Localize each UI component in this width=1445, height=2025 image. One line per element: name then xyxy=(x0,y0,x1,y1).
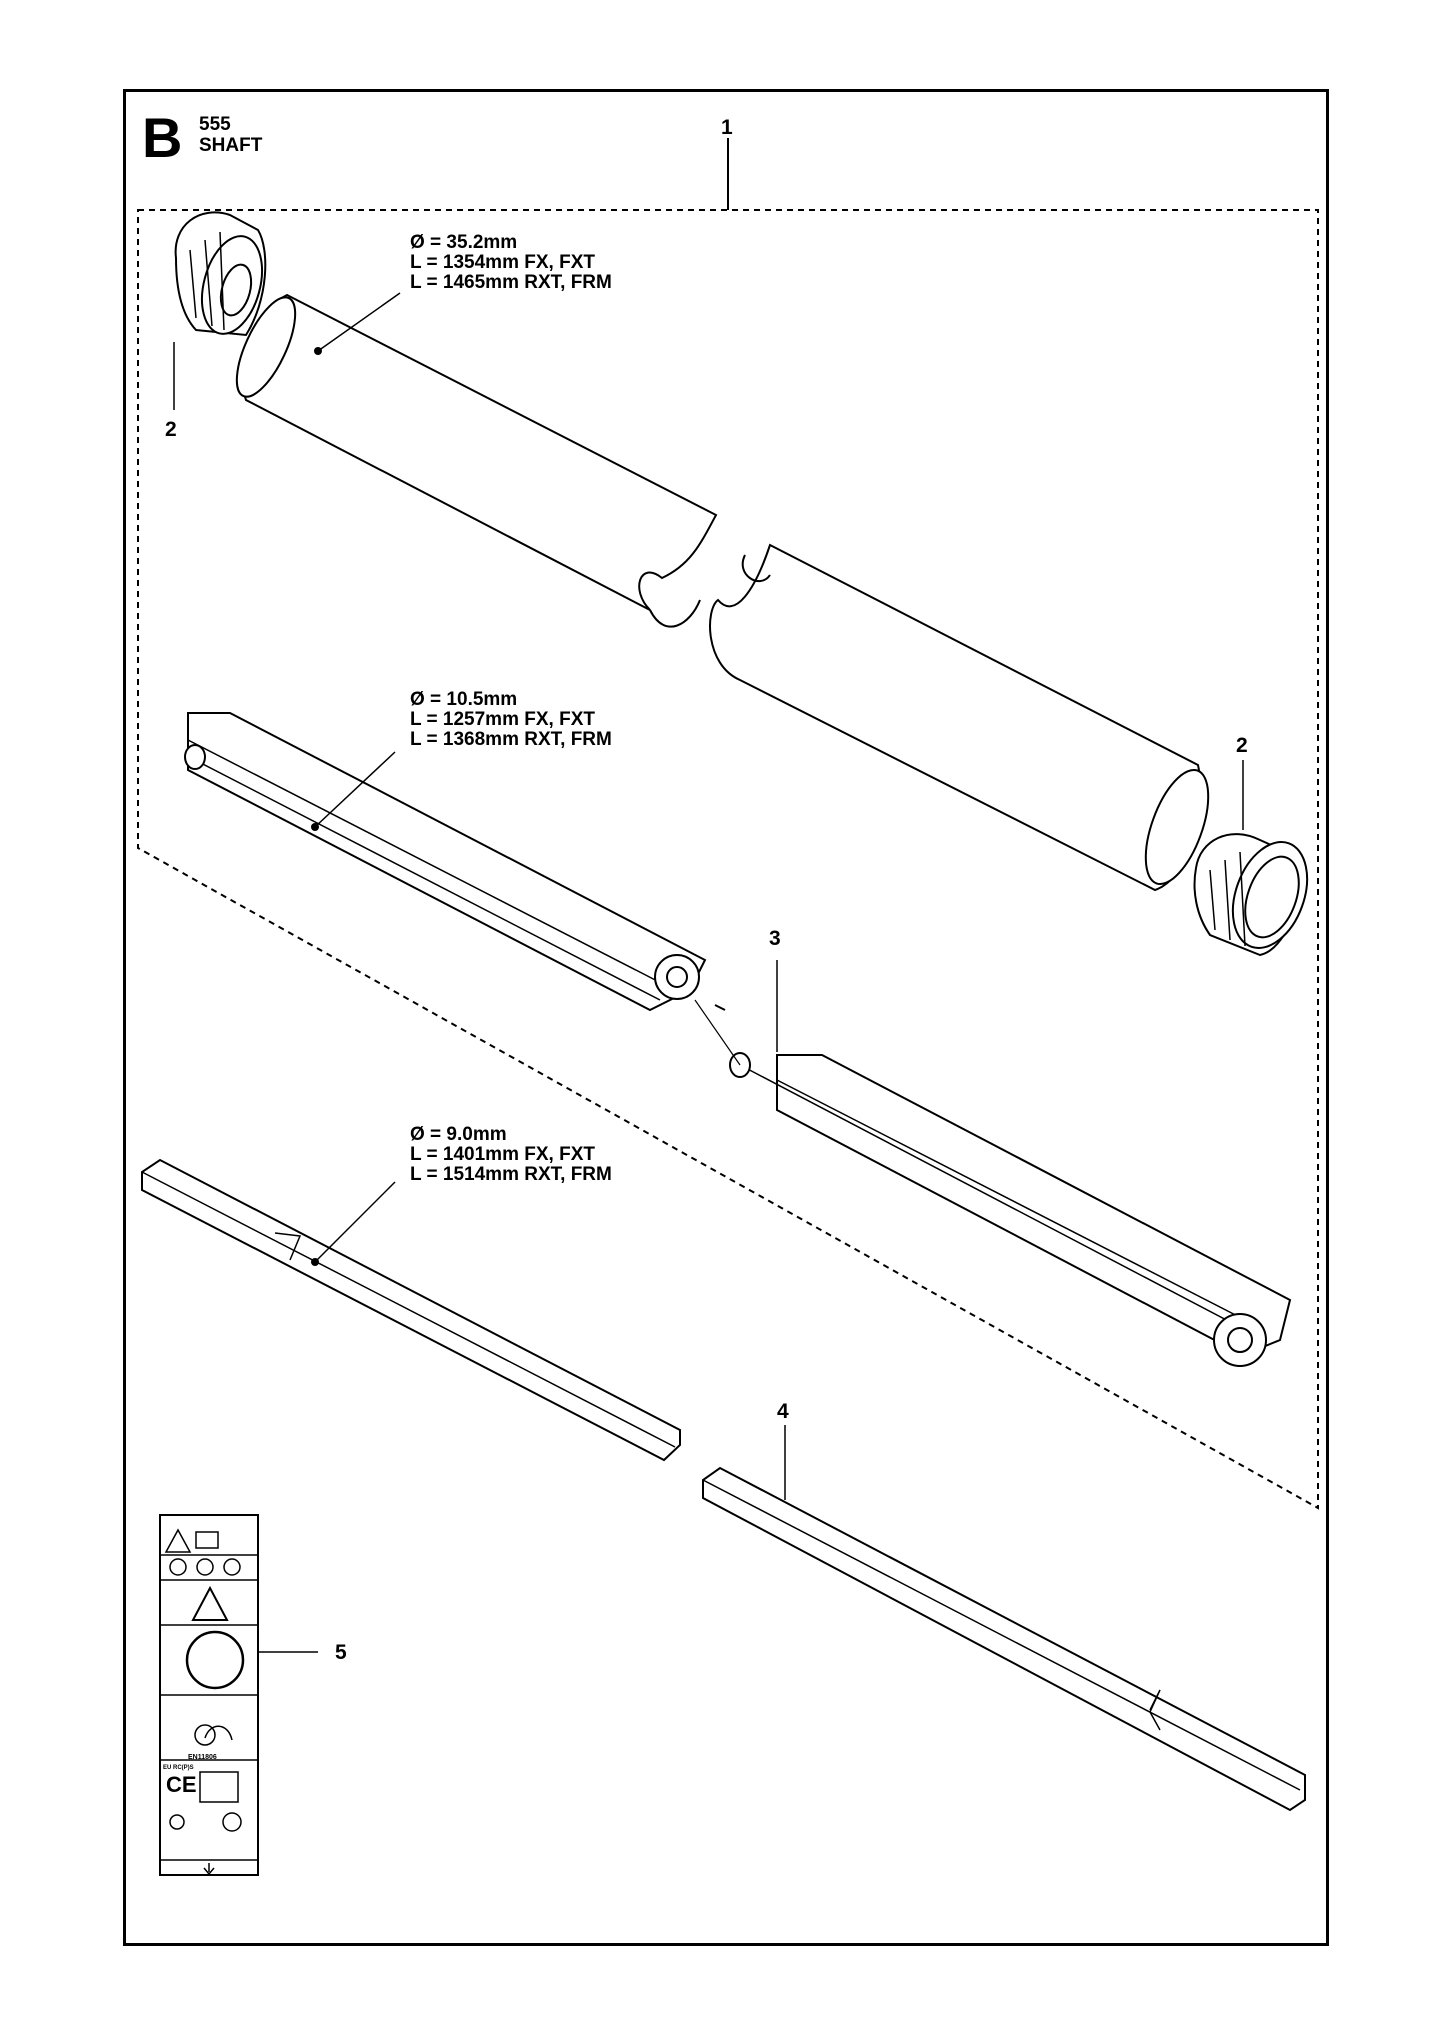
liner-diameter: Ø = 10.5mm xyxy=(410,689,517,710)
shaft-tube xyxy=(235,293,1210,892)
model-number: 555 xyxy=(199,114,231,135)
decal-region-text: EU RC(P)S xyxy=(163,1765,194,1771)
tube-length-b: L = 1465mm RXT, FRM xyxy=(410,272,612,293)
warning-triangle-icon xyxy=(164,1528,192,1553)
decal-standard-text: EN11806 xyxy=(188,1754,217,1761)
drive-shaft xyxy=(141,1158,1306,1812)
drive-leader xyxy=(314,1181,396,1263)
end-cap-upper xyxy=(174,211,267,337)
callout-1: 1 xyxy=(721,116,733,139)
shaft-liner xyxy=(184,712,1292,1367)
tube-length-a: L = 1354mm FX, FXT xyxy=(410,252,595,273)
liner-leader xyxy=(314,751,396,828)
tube-leader xyxy=(317,292,401,352)
tube-diameter: Ø = 35.2mm xyxy=(410,232,517,253)
ce-mark-icon: CE xyxy=(166,1772,197,1797)
section-letter: B xyxy=(142,106,182,169)
drive-length-a: L = 1401mm FX, FXT xyxy=(410,1144,595,1165)
drive-shaft-lower-half xyxy=(702,1466,1306,1812)
assembly-boundary xyxy=(137,209,1319,1510)
callout-5: 5 xyxy=(335,1641,347,1664)
liner-length-a: L = 1257mm FX, FXT xyxy=(410,709,595,730)
shaft-tube-upper-half xyxy=(240,293,718,611)
arrow-down-icon xyxy=(203,1863,215,1876)
shaft-liner-lower-half xyxy=(776,1054,1292,1357)
end-cap-lower xyxy=(1193,833,1309,957)
page-title: SHAFT xyxy=(199,135,263,156)
shaft-tube-lower-half xyxy=(709,543,1203,892)
liner-length-b: L = 1368mm RXT, FRM xyxy=(410,729,612,750)
manual-book-icon xyxy=(195,1531,219,1549)
callout-3: 3 xyxy=(769,927,781,950)
callout-2-lower: 2 xyxy=(1236,734,1248,757)
drive-length-b: L = 1514mm RXT, FRM xyxy=(410,1164,612,1185)
drive-diameter: Ø = 9.0mm xyxy=(410,1124,507,1145)
callout-4: 4 xyxy=(777,1400,789,1423)
callout-2-upper: 2 xyxy=(165,418,177,441)
page-frame xyxy=(123,89,1329,1946)
warning-decal: CE xyxy=(159,1514,259,1876)
